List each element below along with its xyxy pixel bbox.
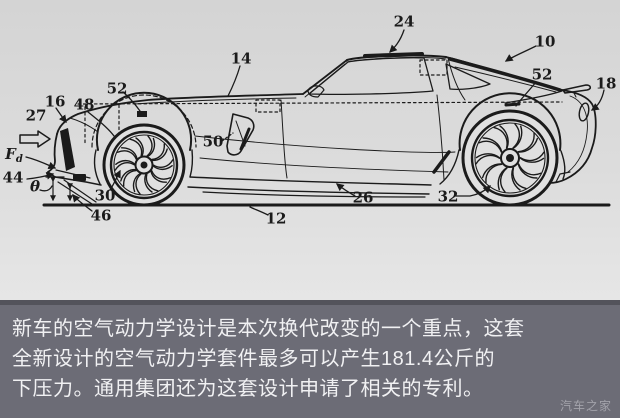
- caption-line-3: 下压力。通用集团还为这套设计申请了相关的专利。: [12, 378, 484, 400]
- side-vent: [226, 113, 255, 156]
- callout-46: 46: [90, 206, 112, 225]
- callout-Fd: Fd: [5, 145, 23, 165]
- front-52-marker: [137, 111, 147, 117]
- rear-wheel-arch: [458, 92, 562, 151]
- callout-27: 27: [25, 106, 47, 125]
- rear-wheel: [461, 109, 559, 207]
- front-canard-blade: [60, 128, 75, 171]
- theta-measure-arrows: [45, 176, 73, 202]
- callout-theta: θ: [29, 177, 41, 196]
- glasshouse: [304, 57, 491, 98]
- callout-12: 12: [265, 209, 287, 228]
- callout-10: 10: [534, 32, 556, 51]
- callout-48: 48: [73, 95, 95, 114]
- taillight: [578, 102, 590, 122]
- rear-brake-scoop: [432, 150, 451, 174]
- leader-lines: [25, 29, 605, 216]
- callout-26: 26: [352, 188, 374, 207]
- callout-14: 14: [230, 49, 252, 68]
- callout-52-rear: 52: [531, 65, 553, 84]
- callout-50: 50: [202, 132, 224, 151]
- watermark: 汽车之家: [559, 399, 612, 413]
- rear-spoiler: [562, 84, 592, 94]
- callout-44: 44: [2, 168, 24, 187]
- callout-16: 16: [44, 92, 66, 111]
- caption-line-1: 新车的空气动力学设计是本次换代改变的一个重点，这套: [12, 318, 525, 340]
- caption-text: 新车的空气动力学设计是本次换代改变的一个重点，这套 全新设计的空气动力学套件最多…: [12, 314, 525, 404]
- quarter-window: [445, 63, 491, 90]
- callout-24: 24: [393, 12, 415, 31]
- patent-drawing-svg: [19, 29, 611, 216]
- callout-52-front: 52: [106, 79, 128, 98]
- caption-line-2: 全新设计的空气动力学套件最多可以产生181.4公斤的: [12, 348, 496, 370]
- callout-30: 30: [94, 186, 116, 205]
- callout-18: 18: [595, 74, 617, 93]
- caption-band: 新车的空气动力学设计是本次换代改变的一个重点，这套 全新设计的空气动力学套件最多…: [0, 300, 620, 418]
- splitter-bracket: [73, 174, 86, 181]
- callout-32: 32: [437, 187, 459, 206]
- airflow-arrow-icon: [19, 130, 51, 148]
- front-wheel-arch: [95, 91, 193, 151]
- front-wheel: [102, 123, 186, 207]
- side-mirror: [307, 85, 325, 98]
